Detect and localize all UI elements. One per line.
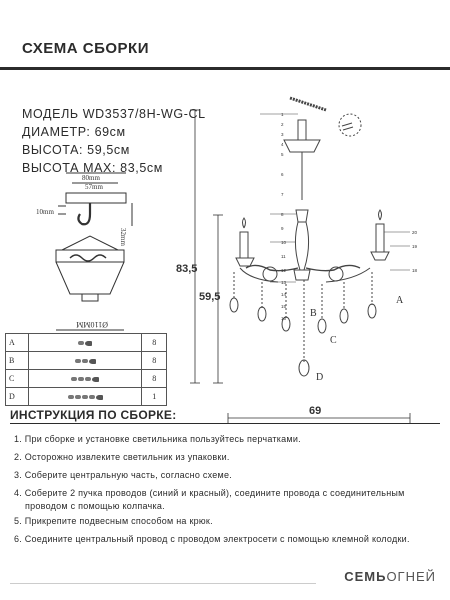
instruction-item: 5. Прикрепите подвесным способом на крюк… bbox=[14, 516, 213, 526]
dimension-lines bbox=[190, 109, 411, 423]
dim-80-label: 80mm bbox=[82, 174, 100, 182]
drop-icon bbox=[92, 376, 100, 382]
part-number: 9 bbox=[281, 226, 284, 231]
spec-height-max: ВЫСОТА MAX: 83,5см bbox=[22, 161, 163, 175]
dim-69-label: 69 bbox=[309, 405, 321, 417]
bead-icon bbox=[78, 377, 85, 382]
label-b: B bbox=[310, 308, 317, 319]
part-letter: A bbox=[5, 333, 29, 352]
spec-model: МОДЕЛЬ WD3537/8H-WG-CL bbox=[22, 107, 206, 121]
instruction-item: 2. Осторожно извлеките светильник из упа… bbox=[14, 452, 230, 462]
part-number: 19 bbox=[412, 244, 418, 249]
label-c: C bbox=[330, 335, 337, 346]
table-row: A 8 bbox=[5, 333, 167, 352]
instructions-title: ИНСТРУКЦИЯ ПО СБОРКЕ: bbox=[10, 408, 177, 422]
dim-32-label: 32mm bbox=[119, 228, 127, 246]
part-number: 3 bbox=[281, 132, 284, 137]
part-qty: 1 bbox=[141, 387, 167, 406]
part-letter-labels: A B C D bbox=[310, 295, 404, 383]
bead-icon bbox=[74, 359, 81, 364]
part-letter: B bbox=[5, 351, 29, 370]
dim-57-label: 57mm bbox=[85, 183, 103, 191]
instruction-item: 3. Соберите центральную часть, согласно … bbox=[14, 470, 232, 480]
brand-logo: СЕМЬОГНЕЙ bbox=[344, 569, 436, 584]
part-number: 11 bbox=[281, 254, 286, 259]
part-image bbox=[27, 351, 143, 370]
table-row: B 8 bbox=[5, 351, 167, 370]
part-image bbox=[27, 387, 143, 406]
part-number: 6 bbox=[281, 172, 284, 177]
part-number: 4 bbox=[281, 142, 284, 147]
part-number: 14 bbox=[281, 292, 287, 297]
instruction-item: 1. При сборке и установке светильника по… bbox=[14, 434, 301, 444]
part-number: 7 bbox=[281, 192, 284, 197]
brand-part1: СЕМЬ bbox=[344, 569, 387, 584]
canopy-diagram: Ø110MM bbox=[55, 235, 125, 331]
footer-divider bbox=[10, 583, 316, 584]
drop-icon bbox=[88, 358, 96, 364]
part-number: 18 bbox=[412, 268, 418, 273]
part-number: 15 bbox=[281, 304, 287, 309]
part-number: 5 bbox=[281, 152, 284, 157]
dim-83-5-label: 83,5 bbox=[176, 263, 197, 275]
part-letter: C bbox=[5, 369, 29, 388]
part-number: 10 bbox=[281, 240, 287, 245]
instruction-item: 6. Соедините центральный провод с провод… bbox=[14, 534, 410, 544]
part-number: 20 bbox=[412, 230, 418, 235]
header-bar: СХЕМА СБОРКИ bbox=[0, 0, 450, 70]
chandelier-drawing bbox=[229, 96, 410, 377]
page-title: СХЕМА СБОРКИ bbox=[22, 40, 149, 57]
drop-icon bbox=[95, 394, 103, 400]
dim-10-label: 10mm bbox=[36, 208, 54, 216]
parts-table: A 8 B 8 C 8 D 1 bbox=[5, 333, 167, 406]
part-number: 1 bbox=[281, 112, 284, 117]
label-d: D bbox=[316, 372, 323, 383]
part-number: 2 bbox=[281, 122, 284, 127]
part-image bbox=[27, 369, 143, 388]
table-row: C 8 bbox=[5, 369, 167, 388]
bead-icon bbox=[78, 341, 85, 346]
spec-height: ВЫСОТА: 59,5см bbox=[22, 143, 130, 157]
spec-diameter: ДИАМЕТР: 69см bbox=[22, 125, 126, 139]
part-qty: 8 bbox=[141, 333, 167, 352]
bead-icon bbox=[88, 395, 95, 400]
bead-icon bbox=[74, 395, 81, 400]
drop-icon bbox=[85, 340, 93, 346]
part-number: 16 bbox=[281, 316, 287, 321]
part-number: 12 bbox=[281, 268, 287, 273]
instruction-item: 4. Соберите 2 пучка проводов (синий и кр… bbox=[14, 488, 405, 498]
bead-icon bbox=[71, 377, 78, 382]
part-letter: D bbox=[5, 387, 29, 406]
table-row: D 1 bbox=[5, 387, 167, 406]
part-number: 13 bbox=[281, 280, 287, 285]
part-image bbox=[27, 333, 143, 352]
part-number: 8 bbox=[281, 212, 284, 217]
bead-icon bbox=[81, 395, 88, 400]
part-qty: 8 bbox=[141, 351, 167, 370]
part-qty: 8 bbox=[141, 369, 167, 388]
hook-mount-diagram: 80mm 57mm 10mm 32mm bbox=[36, 172, 133, 246]
divider bbox=[10, 423, 440, 424]
dim-59-5-label: 59,5 bbox=[199, 291, 220, 303]
brand-part2: ОГНЕЙ bbox=[386, 569, 436, 584]
part-number-labels: 1 2 3 4 5 6 7 8 9 10 11 12 13 14 15 16 2… bbox=[281, 112, 418, 321]
bead-icon bbox=[81, 359, 88, 364]
bead-icon bbox=[85, 377, 92, 382]
bead-icon bbox=[67, 395, 74, 400]
instruction-item: проводом с помощью колпачка. bbox=[14, 501, 165, 511]
label-a: A bbox=[396, 295, 404, 306]
dim-110-label: Ø110MM bbox=[76, 320, 108, 329]
